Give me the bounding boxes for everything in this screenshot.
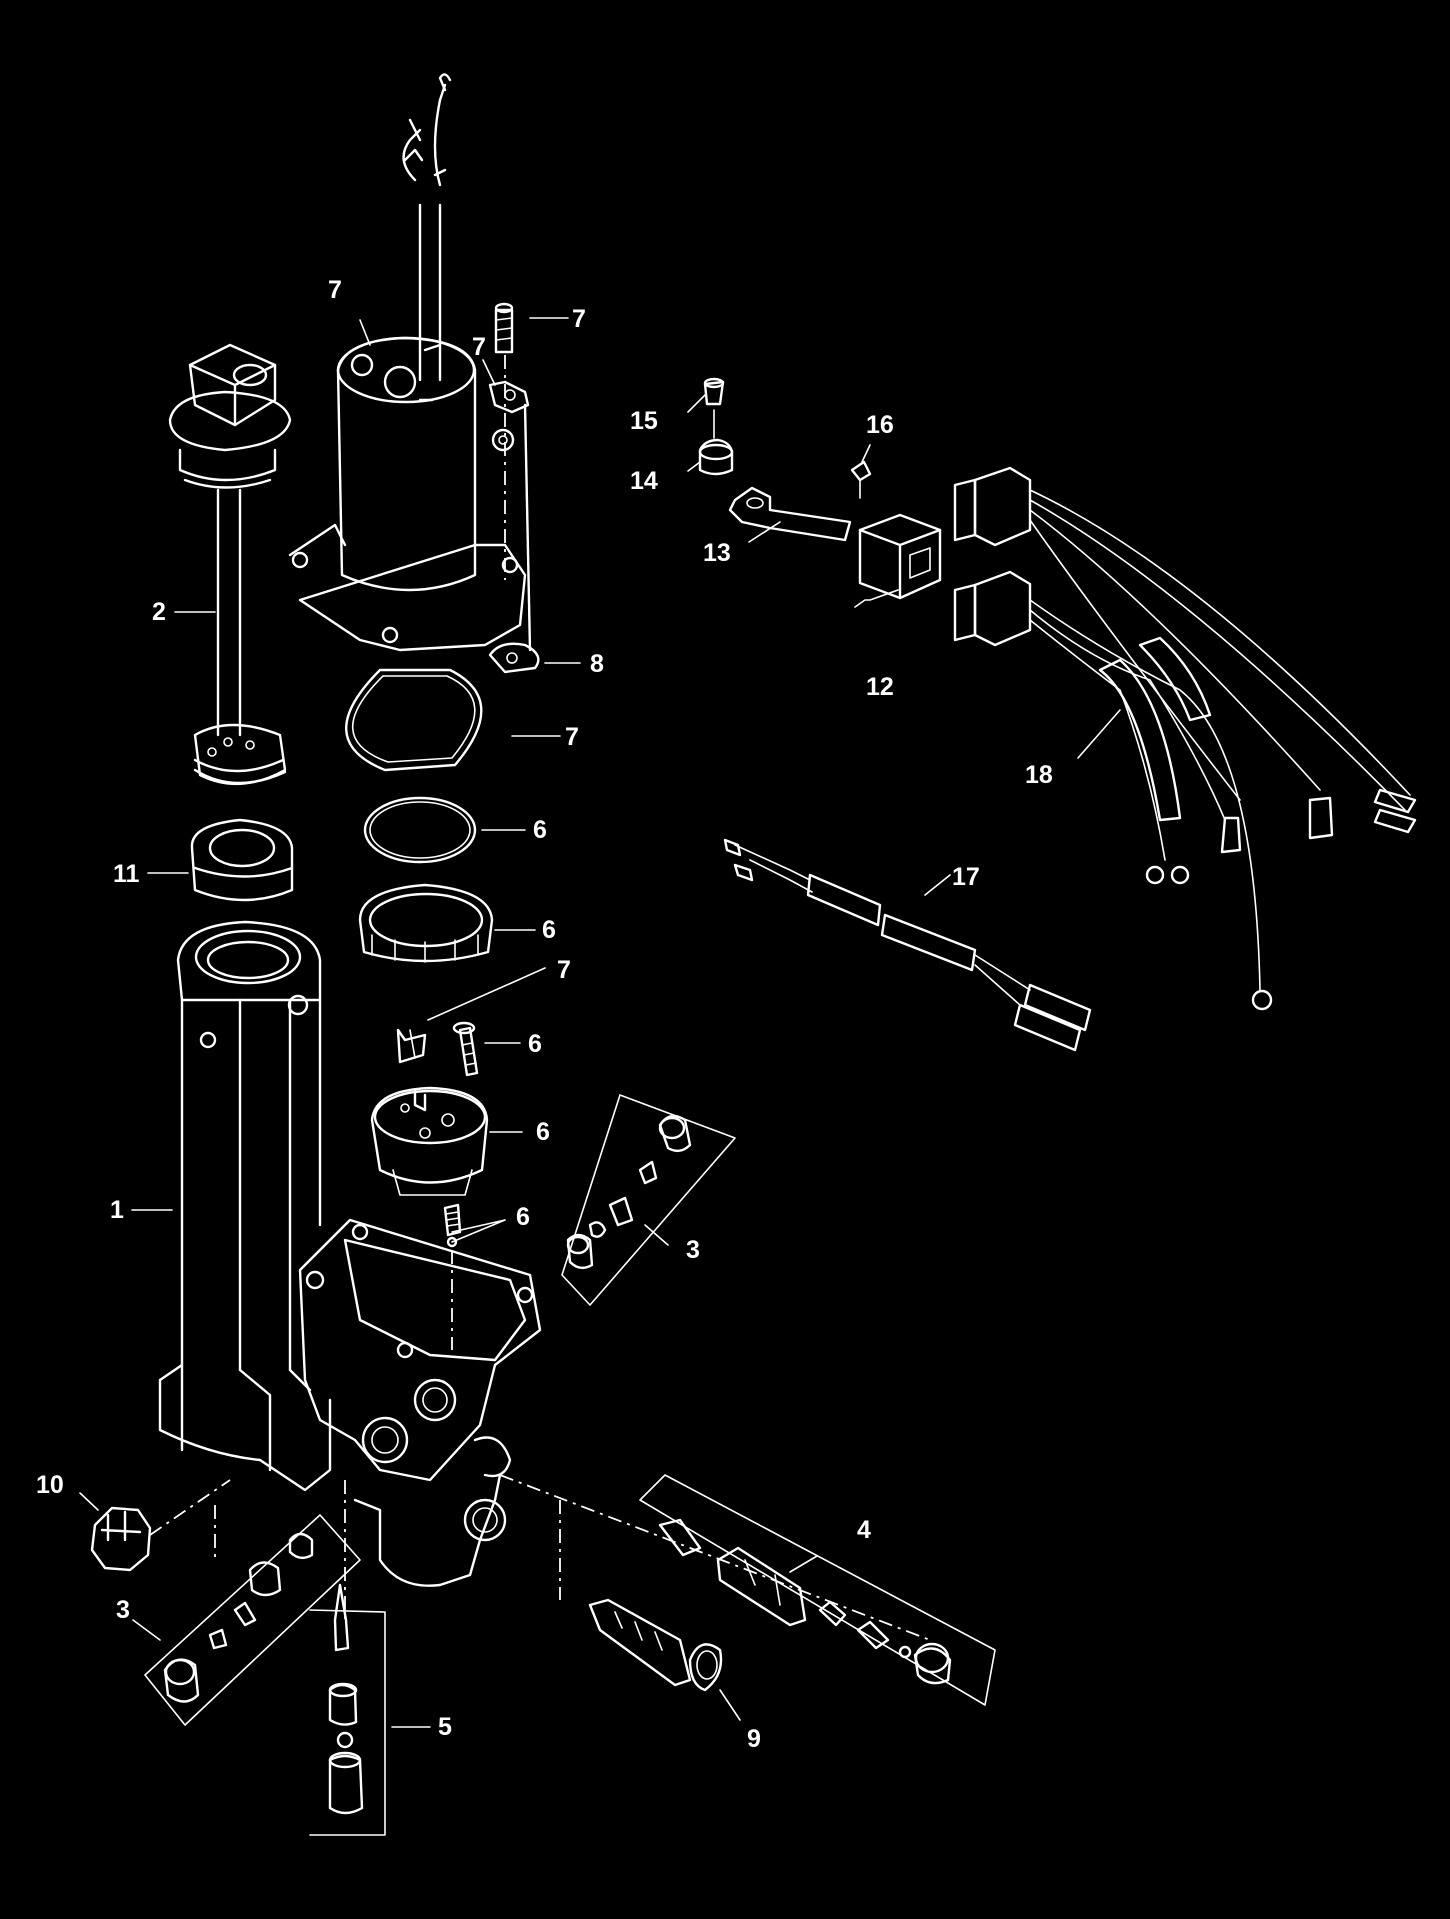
part-7-fitting <box>396 1028 427 1064</box>
callout-6: 6 <box>542 916 556 944</box>
part-3-valve-upper <box>561 1094 736 1306</box>
part-11-seal <box>190 818 294 902</box>
callout-7: 7 <box>557 956 571 984</box>
callout-6: 6 <box>528 1030 542 1058</box>
callout-7: 7 <box>572 305 586 333</box>
part-14-grommet <box>698 438 734 476</box>
part-18-harness <box>953 466 1417 1011</box>
part-6-pump <box>370 1086 489 1196</box>
callout-9: 9 <box>747 1725 761 1753</box>
part-2-trim-rod <box>168 343 292 785</box>
part-17-harness <box>723 838 1092 1052</box>
callout-3: 3 <box>116 1596 130 1624</box>
callout-6: 6 <box>533 816 547 844</box>
leader-lines <box>79 317 1121 1728</box>
part-6-reservoir-ring <box>358 883 494 963</box>
callout-8: 8 <box>590 650 604 678</box>
callout-18: 18 <box>1025 761 1053 789</box>
callout-2: 2 <box>152 598 166 626</box>
callouts: 1 2 3 3 4 5 6 6 6 6 6 7 7 7 7 7 8 9 10 1… <box>36 276 1053 1753</box>
callout-7: 7 <box>472 333 486 361</box>
callout-14: 14 <box>630 467 658 495</box>
part-6-spring <box>443 1203 462 1248</box>
part-3-valve-lower <box>144 1514 361 1726</box>
callout-11: 11 <box>113 860 140 888</box>
part-12-relay <box>858 513 942 600</box>
part-15-cap <box>703 377 725 406</box>
part-13-bracket <box>728 486 852 542</box>
callout-1: 1 <box>110 1196 124 1224</box>
part-7-motor <box>288 73 527 652</box>
part-9-fitting <box>588 1598 723 1692</box>
callout-13: 13 <box>703 539 731 567</box>
part-10-cap <box>90 1506 152 1572</box>
callout-5: 5 <box>438 1713 452 1741</box>
part-7-washer <box>491 428 515 452</box>
callout-12: 12 <box>866 673 894 701</box>
callout-3: 3 <box>686 1236 700 1264</box>
manifold-body <box>298 1218 542 1587</box>
part-7-screw <box>494 302 514 354</box>
callout-4: 4 <box>857 1516 871 1544</box>
callout-15: 15 <box>630 407 658 435</box>
callout-16: 16 <box>866 411 894 439</box>
callout-10: 10 <box>36 1471 64 1499</box>
callout-7: 7 <box>328 276 342 304</box>
part-5-check-valve <box>309 1583 386 1836</box>
callout-6: 6 <box>536 1118 550 1146</box>
part-16-screw <box>850 460 872 499</box>
part-7-oring <box>345 668 483 772</box>
callout-7: 7 <box>565 723 579 751</box>
part-6-oring <box>363 796 477 864</box>
callout-17: 17 <box>952 863 980 891</box>
part-6-bolt <box>452 1021 479 1077</box>
callout-6: 6 <box>516 1203 530 1231</box>
